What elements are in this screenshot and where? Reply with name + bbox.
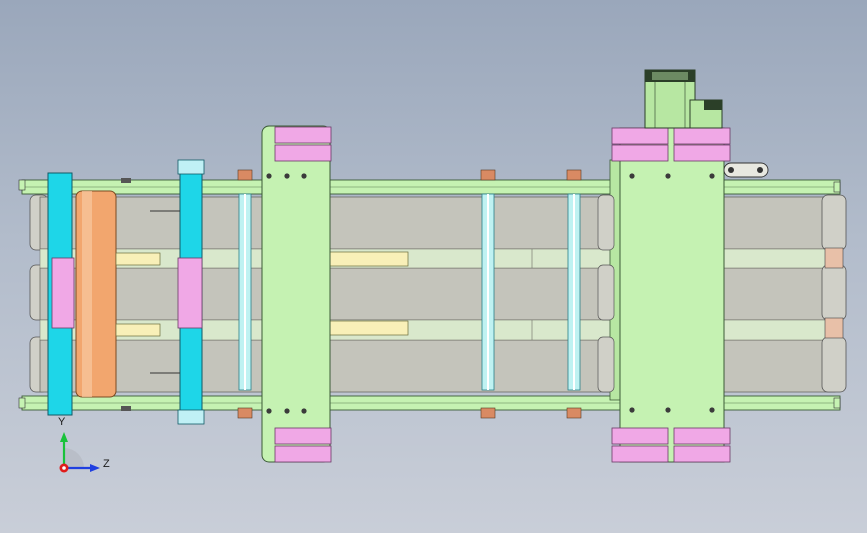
- left-cyan-bracket: [47, 172, 117, 416]
- right-end-drums: [821, 194, 847, 393]
- idler-roller-1: [237, 169, 253, 419]
- frame-posts: [18, 178, 841, 411]
- y-axis-label: Y: [58, 416, 66, 428]
- idler-roller-2: [480, 169, 496, 419]
- tension-arm: [723, 162, 769, 178]
- axis-triad: [59, 432, 100, 473]
- idler-roller-3: [566, 169, 582, 419]
- triad-arc: [64, 448, 84, 468]
- drive-motor: [644, 69, 723, 129]
- z-axis-label: Z: [103, 458, 110, 470]
- idler-rollers: [237, 169, 582, 419]
- z-axis-arrow: [90, 464, 100, 472]
- yellow-guides: [115, 210, 409, 374]
- y-axis-arrow: [60, 432, 68, 442]
- right-drive-plate: [597, 127, 731, 463]
- second-cyan-bracket: [177, 159, 205, 425]
- left-side-plate: [261, 125, 332, 463]
